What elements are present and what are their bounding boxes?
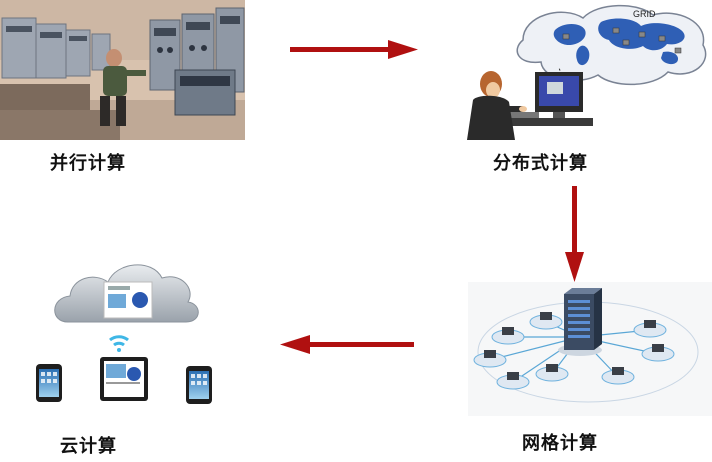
cloud-computing-label: 云计算 [60,436,117,457]
grid-computing-image [468,282,712,416]
parallel-computing-image [0,0,245,140]
arrow-right [290,38,420,62]
cloud-computing-image [20,250,242,410]
grid-map-text: GRID [633,9,656,19]
grid-computing-label: 网格计算 [522,433,598,454]
arrow-left [278,333,414,357]
parallel-computing-label: 并行计算 [50,153,126,174]
distributed-computing-label: 分布式计算 [493,153,588,174]
arrow-down [563,186,587,284]
distributed-computing-image: GRID [463,0,712,140]
